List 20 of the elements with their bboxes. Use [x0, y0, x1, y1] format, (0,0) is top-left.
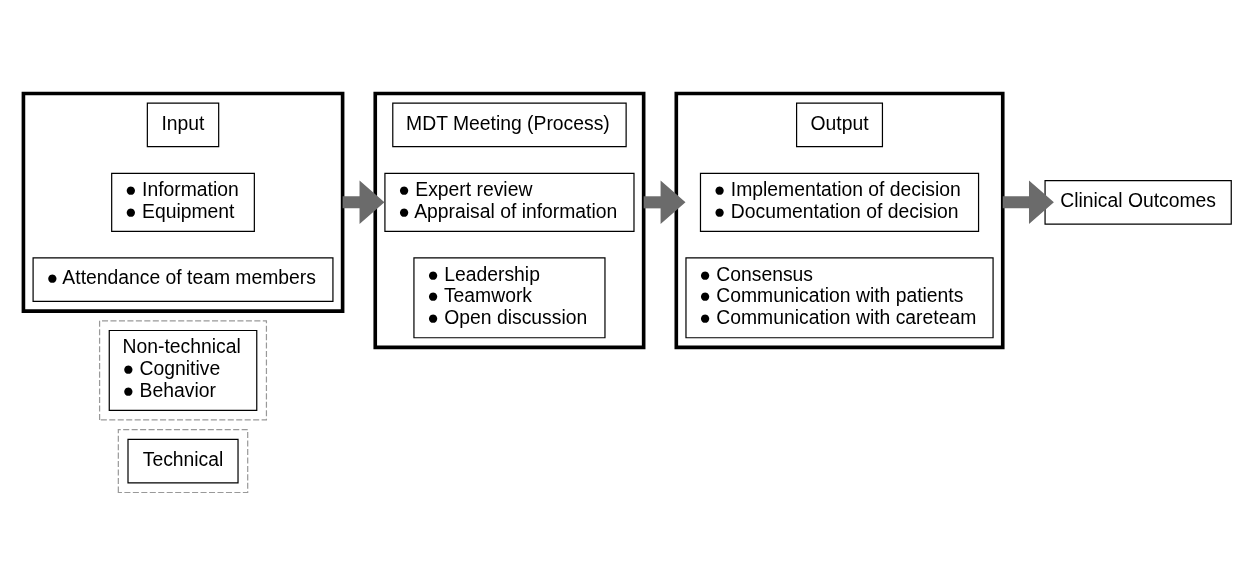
cluster — [674, 91, 1005, 349]
arrow — [643, 180, 686, 224]
node-box: Output — [796, 102, 884, 147]
cluster — [373, 91, 646, 349]
node-box: ● Leadership ● Teamwork ● Open discussion — [413, 256, 606, 338]
cluster — [99, 319, 268, 421]
arrow — [1002, 180, 1054, 224]
node-box: ● Implementation of decision ● Documentation of decision — [699, 172, 980, 232]
node-box: MDT Meeting (Process) — [392, 102, 627, 147]
node-box: Technical — [127, 438, 239, 483]
node-box: Input — [146, 102, 220, 147]
cluster — [117, 428, 249, 493]
node-box: Clinical Outcomes — [1044, 179, 1232, 225]
cluster — [21, 91, 345, 313]
node-box: ● Information ● Equipment — [111, 172, 255, 232]
arrow — [342, 180, 385, 224]
node-box: ● Attendance of team members — [32, 256, 334, 302]
node-box: ● Expert review ● Appraisal of information — [384, 172, 635, 232]
node-box: Non-technical ● Cognitive ● Behavior — [108, 329, 258, 411]
node-box: ● Consensus ● Communication with patients ● Communication with careteam — [685, 256, 994, 338]
